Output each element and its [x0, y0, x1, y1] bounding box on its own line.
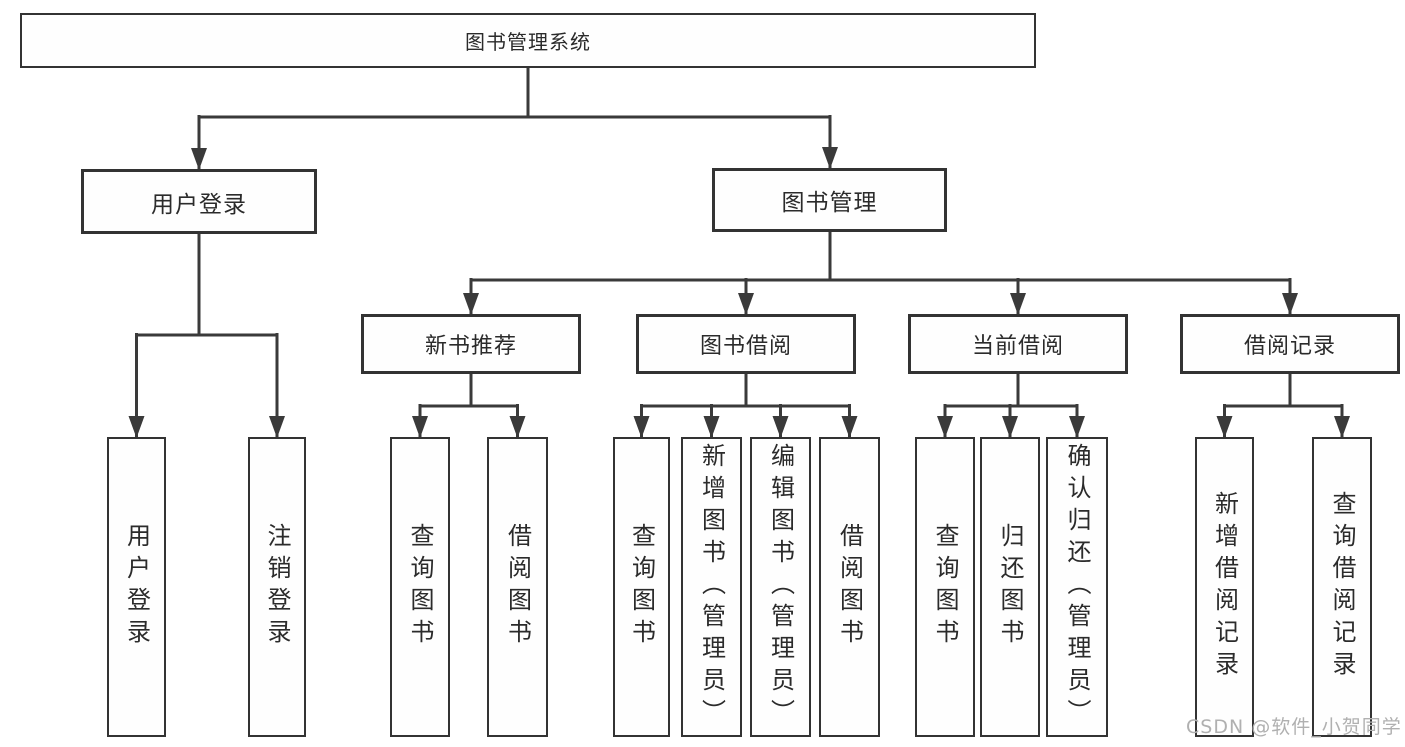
leaf-current-query: 查询图书	[915, 437, 975, 737]
leaf-user-login-label: 用户登录	[122, 523, 151, 651]
leaf-newbook-borrow: 借阅图书	[487, 437, 548, 737]
leaf-borrow-book-label: 借阅图书	[835, 523, 864, 651]
leaf-borrow-query: 查询图书	[613, 437, 670, 737]
leaf-newbook-query-label: 查询图书	[406, 523, 434, 651]
leaf-borrow-edit-book: 编辑图书（管理员）	[750, 437, 811, 737]
leaf-current-query-label: 查询图书	[931, 523, 959, 651]
leaf-return-book-label: 归还图书	[996, 523, 1024, 651]
node-book-mgmt-label: 图书管理	[781, 190, 878, 216]
connector-book-mgmt-split	[471, 232, 1290, 282]
leaf-borrow-add-book-label: 新增图书（管理员）	[697, 443, 726, 731]
leaf-add-record: 新增借阅记录	[1195, 437, 1254, 737]
connector-section1-split	[641, 374, 850, 408]
node-book-borrow: 图书借阅	[636, 314, 856, 374]
watermark: CSDN @软件_小贺同学	[1186, 716, 1402, 738]
node-user-login-label: 用户登录	[151, 191, 247, 218]
node-current-borrow: 当前借阅	[908, 314, 1128, 374]
node-book-mgmt: 图书管理	[712, 168, 947, 232]
leaf-borrow-query-label: 查询图书	[627, 523, 656, 651]
leaf-query-record-label: 查询借阅记录	[1328, 491, 1356, 683]
node-user-login: 用户登录	[81, 169, 317, 234]
leaf-return-book: 归还图书	[980, 437, 1040, 737]
connector-section0-split	[420, 374, 518, 408]
node-book-borrow-label: 图书借阅	[699, 334, 792, 359]
node-borrow-record: 借阅记录	[1180, 314, 1400, 374]
leaf-borrow-add-book: 新增图书（管理员）	[681, 437, 742, 737]
leaf-add-record-label: 新增借阅记录	[1210, 491, 1239, 683]
leaf-borrow-edit-book-label: 编辑图书（管理员）	[766, 443, 795, 731]
node-new-book-recommend-label: 新书推荐	[424, 334, 517, 359]
leaf-user-login: 用户登录	[107, 437, 166, 737]
leaf-logout-label: 注销登录	[263, 523, 291, 651]
node-root-label: 图书管理系统	[465, 30, 591, 54]
connector-section2-split	[945, 374, 1077, 408]
connector-user-login-split	[136, 234, 277, 337]
node-current-borrow-label: 当前借阅	[971, 334, 1064, 359]
leaf-confirm-return-label: 确认归还（管理员）	[1063, 443, 1091, 731]
connector-section3-split	[1224, 374, 1342, 408]
leaf-newbook-query: 查询图书	[390, 437, 450, 737]
leaf-newbook-borrow-label: 借阅图书	[503, 523, 532, 651]
leaf-query-record: 查询借阅记录	[1312, 437, 1372, 737]
leaf-confirm-return: 确认归还（管理员）	[1046, 437, 1108, 737]
leaf-borrow-book: 借阅图书	[819, 437, 880, 737]
node-root: 图书管理系统	[20, 13, 1036, 68]
node-borrow-record-label: 借阅记录	[1243, 334, 1336, 359]
leaf-logout: 注销登录	[248, 437, 306, 737]
node-new-book-recommend: 新书推荐	[361, 314, 581, 374]
connector-root-split	[199, 68, 830, 119]
